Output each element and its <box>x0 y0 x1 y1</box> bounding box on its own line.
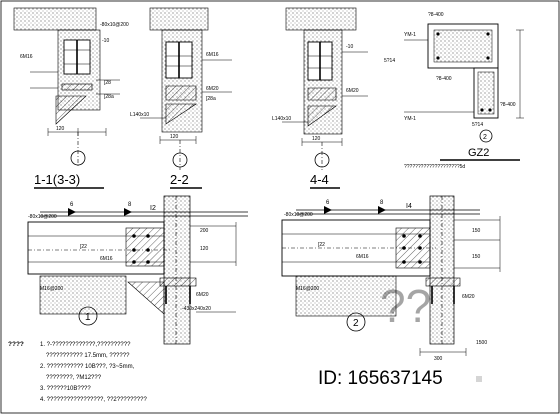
dim-150-b: 150 <box>472 254 481 260</box>
gz-rebar-top: ?8-400 <box>428 12 444 18</box>
dim-1500: 1500 <box>476 340 487 346</box>
note-3: 3. ??????10B???? <box>40 386 91 392</box>
label-angle-140-4: L140x10 <box>272 116 291 122</box>
label-plate-80: -80x10@200 <box>100 22 129 28</box>
label-plate-430: -430x240x20 <box>182 306 211 312</box>
gz2-title: GZ2 <box>468 147 489 159</box>
label-bolt-m16-d1: 6M16 <box>100 256 113 262</box>
note-2b: ????????, ?M12??? <box>46 375 102 381</box>
gz-ym1-bottom: YM-1 <box>404 116 416 122</box>
watermark-id: ID: 165637145 <box>318 368 443 389</box>
section-4-4: -10 6M20 L140x10 120 4-4 <box>272 7 368 189</box>
gz-rebar-right: ?8-400 <box>500 102 516 108</box>
label-bolt-m20-d2: 6M20 <box>462 294 475 300</box>
label-plate-80-d1: -80x10@200 <box>28 214 57 220</box>
detail-bubble-1 <box>78 306 98 326</box>
label-bolt-m16: 6M16 <box>20 54 33 60</box>
dim-300: 300 <box>434 356 443 362</box>
column-elevation <box>163 195 191 345</box>
label-plate-80-d2: -80x10@200 <box>284 212 313 218</box>
brace-angle <box>165 103 197 125</box>
dim-120-a: 120 <box>56 126 65 132</box>
gz-detail-mark: 2 <box>483 134 487 141</box>
label-pl-8: 8 <box>128 202 132 208</box>
label-channel-28: [28 <box>104 80 111 86</box>
label-channel-28a: [28a <box>104 94 114 100</box>
slab-block <box>13 7 97 31</box>
dim-150: 150 <box>472 228 481 234</box>
gz-detail-bubble <box>479 129 493 143</box>
axis-bubble-2 <box>172 152 188 168</box>
dim-120-d: 120 <box>200 246 209 252</box>
base-plate <box>425 277 461 287</box>
wall-elevation <box>39 275 127 315</box>
label-m16-base: M16@200 <box>40 286 63 292</box>
section-title-1-1: 1-1(3-3) <box>34 172 80 187</box>
label-bolt-m20-d1: 6M20 <box>196 292 209 298</box>
connection-plate <box>125 227 165 267</box>
watermark: ?? <box>380 280 482 382</box>
section-1-1: -80x10@200 -10 6M16 [28 [28a 120 1-1(3-3… <box>13 7 129 189</box>
label-beam-22-d2: [22 <box>318 242 325 248</box>
label-pl-6: 6 <box>70 202 74 208</box>
base-plate <box>61 83 93 91</box>
slab-block <box>285 7 357 31</box>
label-m16-base-d2: M16@200 <box>296 286 319 292</box>
detail-mark-2: 2 <box>353 318 359 329</box>
label-angle-140: L140x10 <box>130 112 149 118</box>
base-plate <box>307 87 337 101</box>
label-bolt-m20: 6M20 <box>206 86 219 92</box>
section-2-2: 6M16 6M20 [28a L140x10 120 2-2 <box>130 7 232 189</box>
note-2: 2. ??????????? 10B???, ?3~5mm, <box>40 364 135 370</box>
dim-120-c: 120 <box>312 136 321 142</box>
base-plate <box>159 277 197 287</box>
label-bolt-m16-d2: 6M16 <box>356 254 369 260</box>
label-bolt-m16-2: 6M16 <box>206 52 219 58</box>
axis-bubble-4 <box>314 152 330 168</box>
label-pl-8-d2: 8 <box>380 200 384 206</box>
slab-block <box>149 7 209 31</box>
section-title-4-4: 4-4 <box>310 172 329 187</box>
brace-angle <box>307 105 337 127</box>
notes-title: ???? <box>8 341 24 348</box>
note-1: 1. ?-?????????????,?????????? <box>40 342 131 348</box>
detail-mark-1: 1 <box>85 312 91 323</box>
note-4: 4. ?????????????????, ??2????????? <box>40 397 147 403</box>
label-bolt-m20-4: 6M20 <box>346 88 359 94</box>
gz-ym1-top: YM-1 <box>404 32 416 38</box>
watermark-logo: ?? <box>380 280 431 332</box>
label-pl-6-d2: 6 <box>326 200 330 206</box>
dim-200: 200 <box>200 228 209 234</box>
gz2-note: ????????????????????5d <box>404 164 465 170</box>
detail-bubble-2 <box>346 312 366 332</box>
axis-bubble-1 <box>70 150 86 166</box>
brace-angle <box>55 95 87 125</box>
gz-rebar-mid: ?8-400 <box>436 76 452 82</box>
gz-5914-b: 5?14 <box>472 122 483 128</box>
label-plate-10: -10 <box>102 38 109 44</box>
label-beam-22: [22 <box>80 244 87 250</box>
elevation-detail-1: 1 -80x10@200 6 8 I2 [22 6M16 6M20 -430x2… <box>27 195 248 345</box>
label-channel-28a-2: [28a <box>206 96 216 102</box>
wall-elevation <box>295 275 397 317</box>
dim-120-b: 120 <box>170 134 179 140</box>
elevation-detail-2: 2 -80x10@200 6 8 I4 [22 6M16 6M20 M16@20… <box>281 195 501 362</box>
gz2-column-detail: ?8-400 YM-1 5?14 ?8-400 ?8-400 YM-1 5?14… <box>384 12 524 170</box>
base-plate <box>165 85 197 101</box>
brace-plate <box>127 281 165 315</box>
connection-plate <box>395 227 431 269</box>
construction-notes: ???? 1. ?-?????????????,?????????? ?????… <box>8 341 147 403</box>
label-plate-10-4: -10 <box>346 44 353 50</box>
label-i4: I4 <box>406 203 412 210</box>
section-title-2-2: 2-2 <box>170 172 189 187</box>
label-i2: I2 <box>150 205 156 212</box>
gz-5914: 5?14 <box>384 58 395 64</box>
note-1b: ??????????? 17.5mm, ?????? <box>46 353 130 359</box>
